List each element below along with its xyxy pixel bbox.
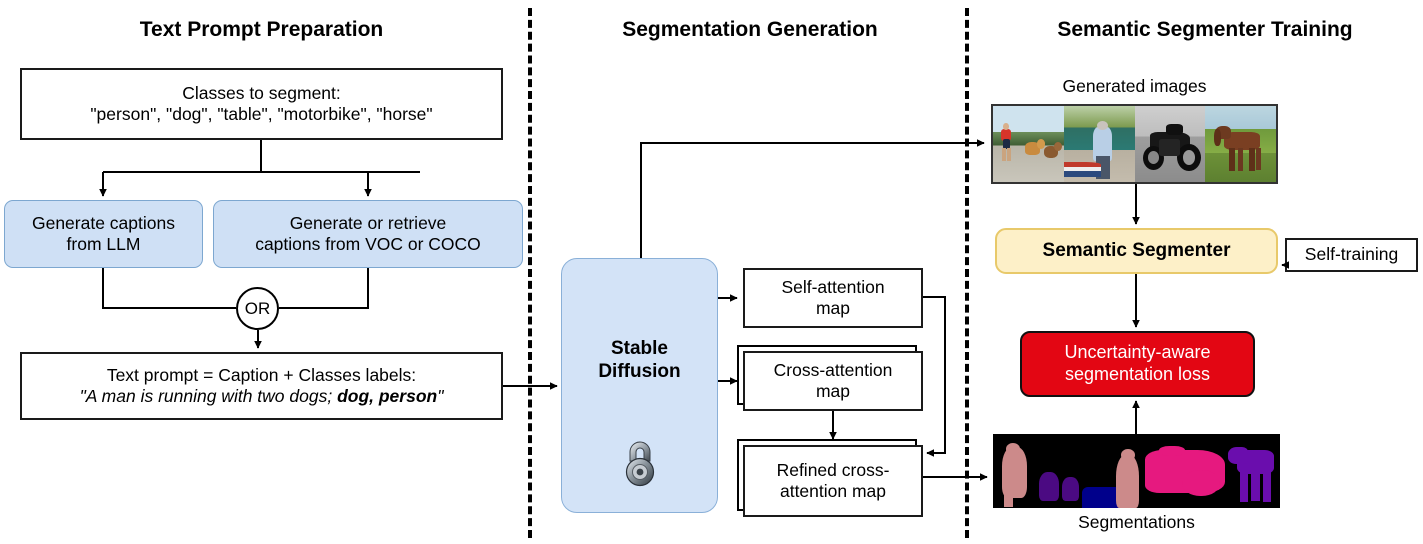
generate-or-retrieve-captions-box[interactable]: Generate or retrieve captions from VOC o… xyxy=(213,200,523,268)
seg-dog-1 xyxy=(1038,472,1059,501)
seg-person-1-head xyxy=(1005,442,1021,455)
or-junction: OR xyxy=(236,287,279,330)
lock-icon xyxy=(625,441,655,487)
or-label: OR xyxy=(244,298,271,318)
cross-attention-map-box: Cross-attention map xyxy=(743,351,923,411)
llm-box-line2: from LLM xyxy=(66,234,141,254)
self-training-box: Self-training xyxy=(1285,238,1418,272)
seg-motorbike-tank xyxy=(1159,445,1186,457)
prompt-quote-close: " xyxy=(437,386,444,406)
panel-title-text-prompt-preparation: Text Prompt Preparation xyxy=(139,18,384,41)
prompt-box-line1: Text prompt = Caption + Classes labels: xyxy=(106,364,417,385)
refined-line2: attention map xyxy=(779,481,887,501)
prompt-class-labels: dog, person xyxy=(337,386,438,406)
self-attention-line2: map xyxy=(815,298,851,318)
classes-box-line1: Classes to segment: xyxy=(182,82,341,103)
loss-line1: Uncertainty-aware xyxy=(1064,342,1211,363)
generated-image-2 xyxy=(1134,106,1206,182)
cross-attention-line2: map xyxy=(815,381,851,401)
generated-image-3 xyxy=(1205,106,1276,182)
semantic-segmenter-box[interactable]: Semantic Segmenter xyxy=(995,228,1278,274)
generated-images-label: Generated images xyxy=(1062,76,1207,96)
classes-to-segment-box: Classes to segment: "person", "dog", "ta… xyxy=(20,68,503,140)
refined-line1: Refined cross- xyxy=(776,459,890,480)
self-training-label: Self-training xyxy=(1304,244,1399,265)
seg-person-2-head xyxy=(1120,448,1136,461)
text-prompt-box: Text prompt = Caption + Classes labels: … xyxy=(20,352,503,420)
dataset-box-line1: Generate or retrieve xyxy=(289,212,447,233)
segmentations-strip xyxy=(993,434,1280,508)
loss-line2: segmentation loss xyxy=(1064,364,1211,384)
semantic-segmenter-label: Semantic Segmenter xyxy=(1042,240,1231,262)
seg-motorbike-wheel xyxy=(1182,469,1220,497)
seg-horse-head xyxy=(1228,447,1249,464)
prompt-caption-text: "A man is running with two dogs; xyxy=(79,386,338,406)
segmentations-label: Segmentations xyxy=(1078,512,1195,532)
prompt-box-line2: "A man is running with two dogs; dog, pe… xyxy=(80,386,444,407)
seg-person-1-leg xyxy=(1004,488,1014,507)
panel-title-segmentation-generation: Segmentation Generation xyxy=(622,18,878,41)
stable-diffusion-line2: Diffusion xyxy=(598,361,681,383)
seg-boat xyxy=(1081,487,1126,508)
cross-attention-line1: Cross-attention xyxy=(773,359,893,380)
generated-images-strip xyxy=(991,104,1278,184)
panel-title-semantic-segmenter-training: Semantic Segmenter Training xyxy=(1057,18,1353,41)
generate-captions-from-llm-box[interactable]: Generate captions from LLM xyxy=(4,200,203,268)
seg-horse-leg-1 xyxy=(1239,471,1249,503)
seg-horse-leg-2 xyxy=(1251,471,1260,501)
llm-box-line1: Generate captions xyxy=(31,212,175,233)
uncertainty-aware-loss-box: Uncertainty-aware segmentation loss xyxy=(1020,331,1255,397)
stable-diffusion-box[interactable]: Stable Diffusion xyxy=(561,258,718,513)
classes-box-line2: "person", "dog", "table", "motorbike", "… xyxy=(90,104,433,124)
divider-right xyxy=(965,8,969,538)
self-attention-line1: Self-attention xyxy=(781,276,885,297)
divider-left xyxy=(528,8,532,538)
refined-cross-attention-map-box: Refined cross- attention map xyxy=(743,445,923,517)
seg-horse-leg-3 xyxy=(1262,471,1272,503)
generated-image-1 xyxy=(1063,106,1135,182)
generated-image-0 xyxy=(993,106,1064,182)
seg-person-2 xyxy=(1116,454,1140,508)
self-attention-map-box: Self-attention map xyxy=(743,268,923,328)
seg-dog-2 xyxy=(1061,476,1080,501)
stable-diffusion-line1: Stable xyxy=(610,338,669,359)
dataset-box-line2: captions from VOC or COCO xyxy=(255,234,481,254)
